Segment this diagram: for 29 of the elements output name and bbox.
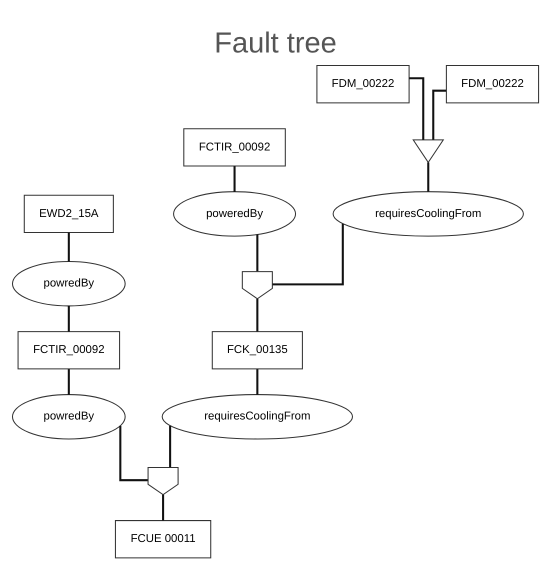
node-box: FCTIR_00092 [183,128,286,167]
node-gate [412,139,444,164]
node-box: FDM_00222 [316,65,410,104]
connector [119,426,148,482]
connector [234,166,236,192]
connector [256,369,258,395]
node-box: EWD2_15A [24,194,114,234]
connector [162,494,164,521]
node-ellipse: poweredBy [173,191,296,237]
connector [256,234,258,272]
diagram-title: Fault tree [214,27,337,60]
node-gate [148,466,179,496]
connector [427,162,430,192]
connector [432,90,446,140]
node-box: FCTIR_00092 [18,331,120,370]
connector [272,224,344,286]
node-box: FCK_00135 [212,331,303,370]
node-gate [242,271,273,300]
node-ellipse: requiresCoolingFrom [332,191,524,237]
node-ellipse: requiresCoolingFrom [162,394,353,440]
connector [68,306,70,332]
node-ellipse: powredBy [12,261,126,306]
node-box: FCUE 00011 [114,520,212,558]
connector [68,232,70,262]
connector [68,369,70,395]
node-ellipse: powredBy [12,394,126,440]
connector [256,298,258,332]
connector [169,426,172,468]
node-box: FDM_00222 [446,65,540,104]
